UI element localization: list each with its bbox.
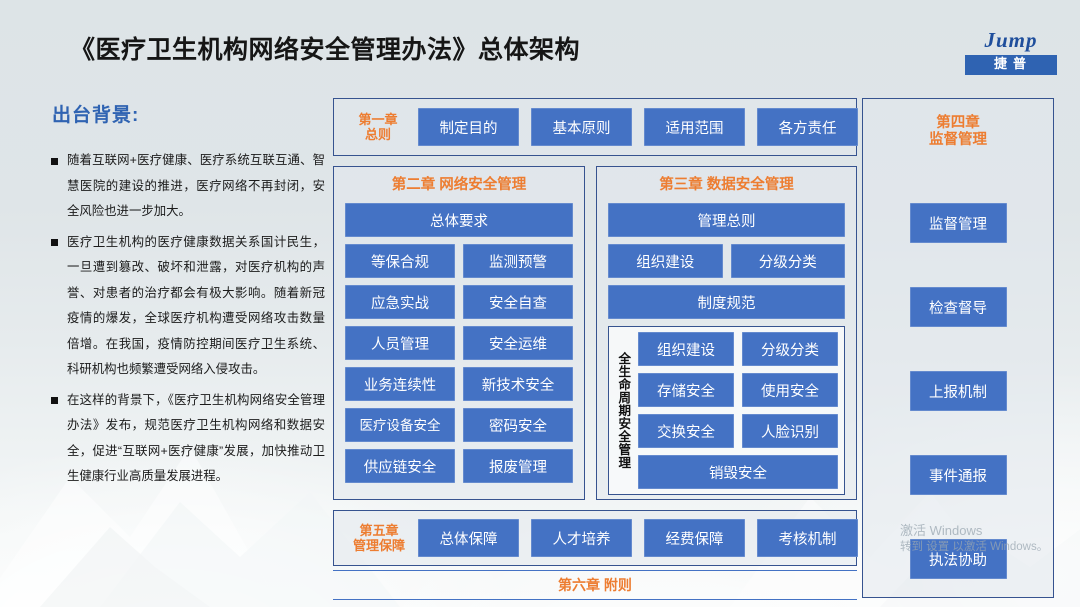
table-row: 供应链安全 报废管理 <box>345 449 573 484</box>
table-row: 业务连续性 新技术安全 <box>345 367 573 402</box>
chapter-1-item-1[interactable]: 基本原则 <box>531 108 632 146</box>
list-item: 在这样的背景下，《医疗卫生机构网络安全管理办法》发布，规范医疗卫生机构网络和数据… <box>50 388 325 490</box>
lifecycle-group: 全生命周期安全管理 组织建设 分级分类 存储安全 使用安全 交换安全 人脸识别 … <box>608 326 845 496</box>
chapter-2-item-4-1[interactable]: 密码安全 <box>463 408 573 443</box>
chapter-1-item-3[interactable]: 各方责任 <box>757 108 858 146</box>
chapter-4-title-line1: 第四章 <box>936 115 980 131</box>
chapter-1-title: 第一章 总则 <box>342 112 414 143</box>
chapter-4-panel: 第四章 监督管理 监督管理 检查督导 上报机制 事件通报 执法协助 <box>862 98 1054 598</box>
chapter-5-title-line2: 管理保障 <box>352 538 405 554</box>
chapter-2-item-4-0[interactable]: 医疗设备安全 <box>345 408 455 443</box>
chapter-1-item-2[interactable]: 适用范围 <box>644 108 745 146</box>
brand-logo: Jump 捷普 <box>965 30 1057 75</box>
chapter-2-item-2-0[interactable]: 人员管理 <box>345 326 455 361</box>
chapter-3-standards-item[interactable]: 制度规范 <box>608 285 845 320</box>
table-row: 交换安全 人脸识别 <box>638 414 838 449</box>
list-item: 医疗卫生机构的医疗健康数据关系国计民生，一旦遭到篡改、破坏和泄露，对医疗机构的声… <box>50 230 325 383</box>
logo-chinese-name: 捷普 <box>965 55 1057 75</box>
chapter-4-items: 监督管理 检查督导 上报机制 事件通报 执法协助 <box>863 203 1053 583</box>
list-item: 随着互联网+医疗健康、医疗系统互联互通、智慧医院的建设的推进，医疗网络不再封闭，… <box>50 148 325 225</box>
chapter-3-header-item[interactable]: 管理总则 <box>608 203 845 238</box>
chapter-4-item-1[interactable]: 检查督导 <box>909 287 1007 327</box>
chapter-3-panel: 第三章 数据安全管理 管理总则 组织建设 分级分类 制度规范 全生命周期安全管理… <box>596 166 857 500</box>
table-row: 组织建设 分级分类 <box>608 244 845 279</box>
chapter-1-items: 制定目的 基本原则 适用范围 各方责任 <box>418 108 858 146</box>
chapter-5-title: 第五章 管理保障 <box>340 523 418 554</box>
background-bullet-list: 随着互联网+医疗健康、医疗系统互联互通、智慧医院的建设的推进，医疗网络不再封闭，… <box>50 148 325 495</box>
logo-wordmark: Jump <box>984 28 1038 52</box>
chapter-5-item-3[interactable]: 考核机制 <box>757 519 858 557</box>
chapter-3-title: 第三章 数据安全管理 <box>659 177 794 193</box>
chapter-1-title-line1: 第一章 <box>358 112 398 127</box>
lifecycle-item-destroy[interactable]: 销毁安全 <box>638 455 838 490</box>
chapter-2-item-0-0[interactable]: 等保合规 <box>345 244 455 279</box>
chapter-1-item-0[interactable]: 制定目的 <box>418 108 519 146</box>
table-row: 组织建设 分级分类 <box>638 332 838 367</box>
chapter-2-item-1-1[interactable]: 安全自查 <box>463 285 573 320</box>
chapter-5-panel: 第五章 管理保障 总体保障 人才培养 经费保障 考核机制 <box>333 510 858 566</box>
chapter-4-item-4[interactable]: 执法协助 <box>909 539 1007 579</box>
table-row: 等保合规 监测预警 <box>345 244 573 279</box>
chapter-3-item-classify[interactable]: 分级分类 <box>730 244 845 279</box>
page-title: 《医疗卫生机构网络安全管理办法》总体架构 <box>70 36 581 64</box>
lifecycle-item-1-0[interactable]: 存储安全 <box>638 373 734 408</box>
lifecycle-item-0-0[interactable]: 组织建设 <box>638 332 734 367</box>
chapter-2-panel: 第二章 网络安全管理 总体要求 等保合规 监测预警 应急实战 安全自查 人员管理… <box>333 166 585 500</box>
chapter-5-item-0[interactable]: 总体保障 <box>418 519 519 557</box>
chapter-2-item-5-0[interactable]: 供应链安全 <box>345 449 455 484</box>
table-row: 医疗设备安全 密码安全 <box>345 408 573 443</box>
chapter-4-title-line2: 监督管理 <box>929 132 987 149</box>
chapter-4-item-2[interactable]: 上报机制 <box>909 371 1007 411</box>
chapter-6-title: 第六章 附则 <box>558 576 632 593</box>
chapter-2-body: 总体要求 等保合规 监测预警 应急实战 安全自查 人员管理 安全运维 业务连续性… <box>334 194 584 484</box>
chapter-2-item-1-0[interactable]: 应急实战 <box>345 285 455 320</box>
chapter-1-panel: 第一章 总则 制定目的 基本原则 适用范围 各方责任 <box>333 98 858 156</box>
chapter-5-item-2[interactable]: 经费保障 <box>644 519 745 557</box>
chapter-3-item-org[interactable]: 组织建设 <box>608 244 723 279</box>
chapter-2-item-3-0[interactable]: 业务连续性 <box>345 367 455 402</box>
lifecycle-items: 组织建设 分级分类 存储安全 使用安全 交换安全 人脸识别 销毁安全 <box>633 332 838 490</box>
lifecycle-item-0-1[interactable]: 分级分类 <box>742 332 838 367</box>
chapter-5-title-line1: 第五章 <box>359 523 399 538</box>
chapter-4-title: 第四章 监督管理 <box>863 115 1053 149</box>
chapter-6-panel: 第六章 附则 <box>333 570 857 600</box>
chapter-4-item-0[interactable]: 监督管理 <box>909 203 1007 243</box>
chapter-2-header-item[interactable]: 总体要求 <box>345 203 573 238</box>
table-row: 人员管理 安全运维 <box>345 326 573 361</box>
chapter-1-title-line2: 总则 <box>364 127 391 143</box>
chapter-5-items: 总体保障 人才培养 经费保障 考核机制 <box>418 519 858 557</box>
table-row: 应急实战 安全自查 <box>345 285 573 320</box>
chapter-2-item-0-1[interactable]: 监测预警 <box>463 244 573 279</box>
chapter-3-body: 管理总则 组织建设 分级分类 制度规范 全生命周期安全管理 组织建设 分级分类 … <box>597 194 856 496</box>
background-section-heading: 出台背景: <box>52 105 140 126</box>
chapter-5-item-1[interactable]: 人才培养 <box>531 519 632 557</box>
lifecycle-vertical-label: 全生命周期安全管理 <box>616 352 631 470</box>
chapter-2-item-2-1[interactable]: 安全运维 <box>463 326 573 361</box>
table-row: 存储安全 使用安全 <box>638 373 838 408</box>
lifecycle-item-1-1[interactable]: 使用安全 <box>742 373 838 408</box>
chapter-2-title: 第二章 网络安全管理 <box>391 177 527 193</box>
chapter-2-item-3-1[interactable]: 新技术安全 <box>463 367 573 402</box>
lifecycle-item-2-1[interactable]: 人脸识别 <box>742 414 838 449</box>
chapter-2-item-5-1[interactable]: 报废管理 <box>463 449 573 484</box>
chapter-4-item-3[interactable]: 事件通报 <box>909 455 1007 495</box>
lifecycle-item-2-0[interactable]: 交换安全 <box>638 414 734 449</box>
